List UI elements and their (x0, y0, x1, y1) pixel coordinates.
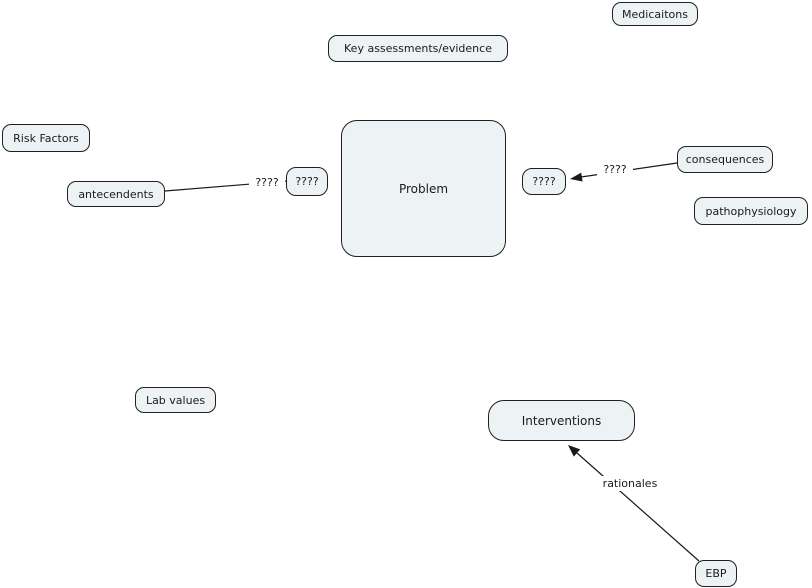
node-label: consequences (685, 153, 765, 166)
link-label-rationales[interactable]: rationales (598, 476, 662, 491)
node-label: pathophysiology (705, 204, 797, 218)
node-label: EBP (705, 567, 727, 580)
arrowhead-ebp-interventions (568, 445, 581, 457)
link-label-consequences-unknown[interactable]: ???? (597, 162, 633, 177)
node-label: Medicaitons (622, 7, 688, 21)
node-problem[interactable]: Problem (341, 120, 506, 257)
node-unknown-left[interactable]: ???? (286, 167, 328, 196)
node-label: Key assessments/evidence (344, 42, 492, 55)
node-unknown-right[interactable]: ???? (522, 168, 566, 195)
link-label-text: ???? (603, 163, 627, 176)
connection-ebp-interventions[interactable] (576, 452, 700, 562)
node-medications[interactable]: Medicaitons (612, 2, 698, 26)
node-label: Risk Factors (13, 131, 79, 145)
node-risk-factors[interactable]: Risk Factors (2, 124, 90, 152)
node-label: Problem (398, 181, 449, 196)
node-interventions[interactable]: Interventions (488, 400, 635, 441)
node-label: Interventions (521, 413, 602, 428)
link-label-text: rationales (602, 477, 658, 490)
node-label: ???? (295, 175, 319, 188)
node-label: ???? (532, 175, 556, 188)
node-consequences[interactable]: consequences (677, 146, 773, 173)
node-antecedents[interactable]: antecendents (67, 181, 165, 207)
link-label-text: ???? (255, 176, 279, 189)
node-ebp[interactable]: EBP (695, 560, 737, 587)
node-pathophysiology[interactable]: pathophysiology (694, 197, 808, 225)
node-key-assessments[interactable]: Key assessments/evidence (328, 35, 508, 62)
node-label: antecendents (78, 187, 154, 201)
node-lab-values[interactable]: Lab values (135, 387, 216, 413)
arrowhead-consequences-unknown (570, 172, 583, 182)
link-label-antecedents-unknown[interactable]: ???? (249, 175, 285, 190)
node-label: Lab values (145, 393, 206, 407)
